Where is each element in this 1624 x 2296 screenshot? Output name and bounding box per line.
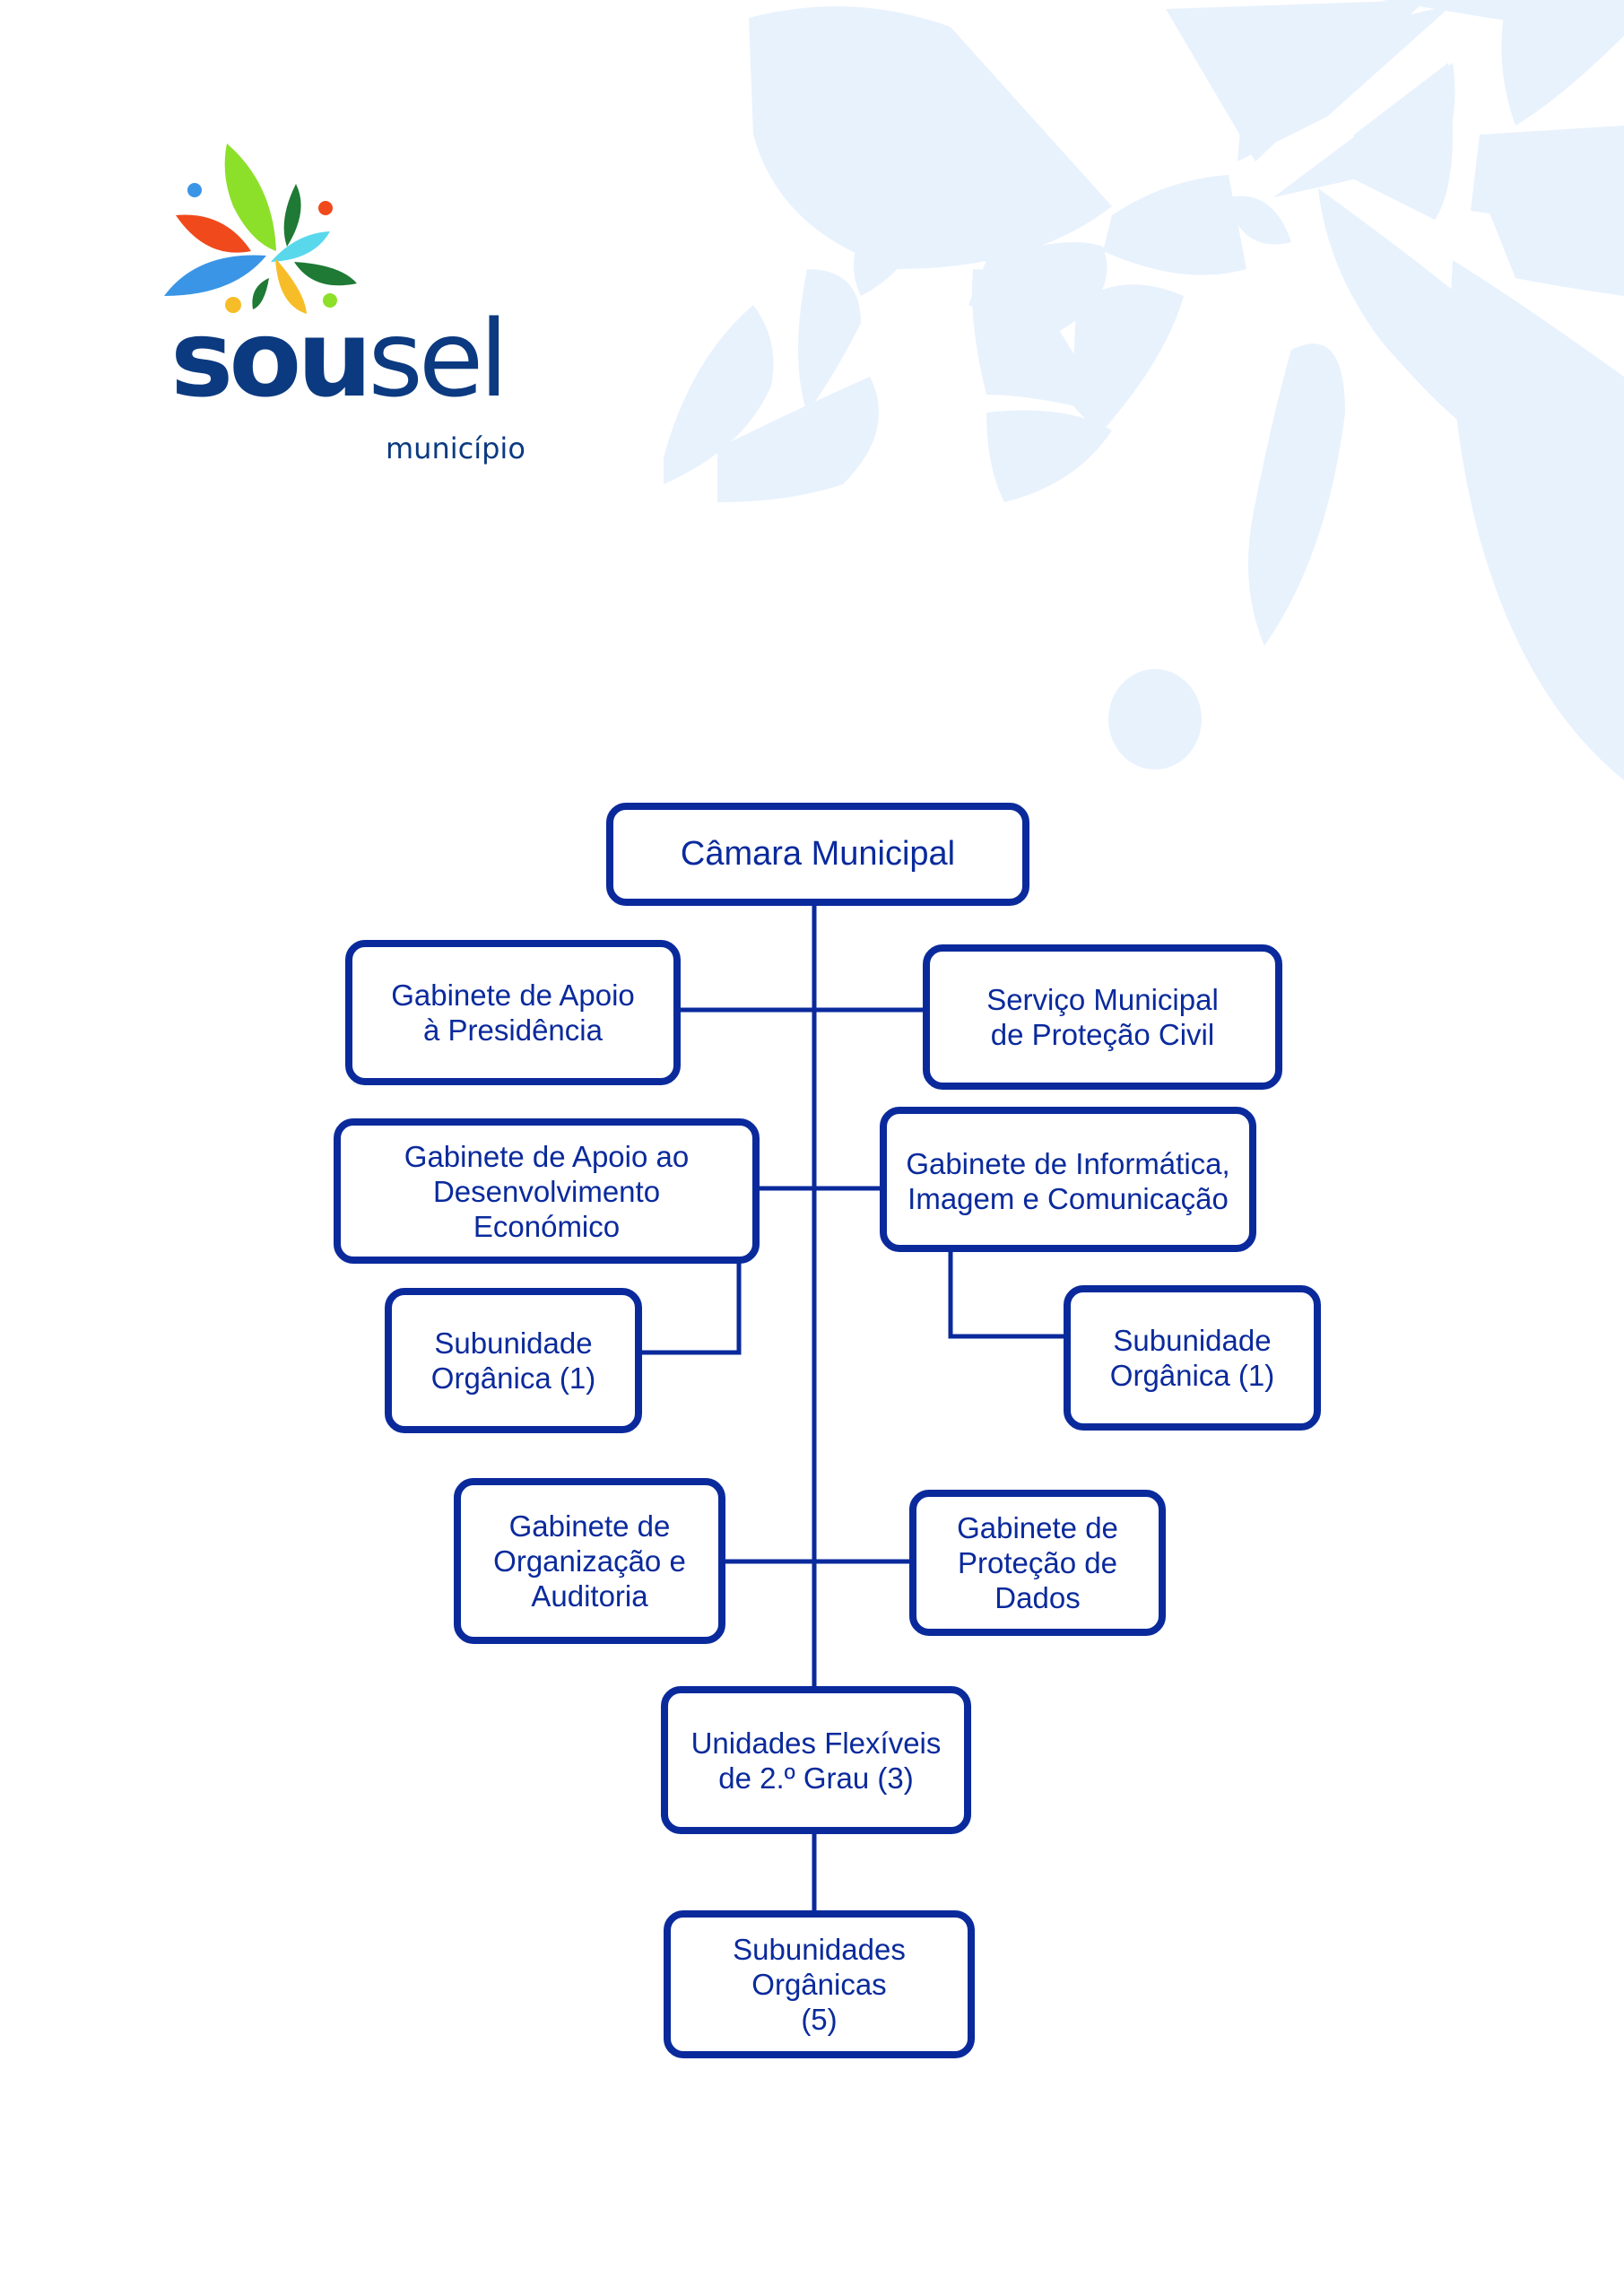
connector-gic-sub [948,1248,1066,1339]
flower-emblem-icon [164,144,357,314]
connector-gade-sub [638,1260,742,1355]
node-camara-municipal: Câmara Municipal [606,803,1029,906]
logo-wordmark: sousel [170,297,508,421]
logo-subtitle: município [386,431,525,465]
watermark-flower [664,0,1624,780]
sousel-logo: sousel município [135,117,565,493]
node-label: Câmara Municipal [680,835,956,873]
node-gabinete-informatica: Gabinete de Informática,Imagem e Comunic… [880,1107,1256,1252]
